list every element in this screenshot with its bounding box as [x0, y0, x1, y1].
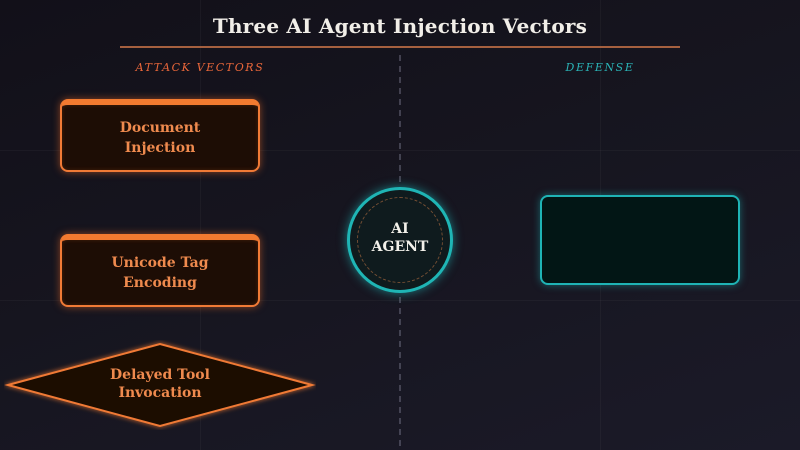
node-label-line2: Injection — [124, 139, 196, 156]
attack-node-unicode-tag-encoding: Unicode Tag Encoding — [60, 234, 260, 307]
defense-label: DEFENSE — [565, 61, 635, 74]
node-label-line2: Encoding — [123, 274, 197, 291]
defense-node — [540, 195, 740, 285]
agent-dashed-ring — [357, 197, 443, 283]
ai-agent-node: AI AGENT — [347, 187, 453, 293]
attack-vectors-label: ATTACK VECTORS — [135, 61, 265, 74]
node-label-line1: Unicode Tag — [111, 254, 209, 271]
node-label-line2: Invocation — [118, 385, 202, 401]
agent-label-line1: AI — [391, 221, 409, 237]
node-label-line1: Document — [119, 119, 201, 136]
attack-node-document-injection: Document Injection — [60, 99, 260, 172]
diagram-title: Three AI Agent Injection Vectors — [212, 14, 588, 38]
title-underline — [120, 46, 680, 48]
attack-node-delayed-tool-invocation — [4, 342, 316, 428]
diamond-label: Delayed Tool Invocation — [60, 366, 260, 402]
agent-label-line2: AGENT — [371, 239, 429, 255]
node-label-line1: Delayed Tool — [110, 367, 210, 383]
